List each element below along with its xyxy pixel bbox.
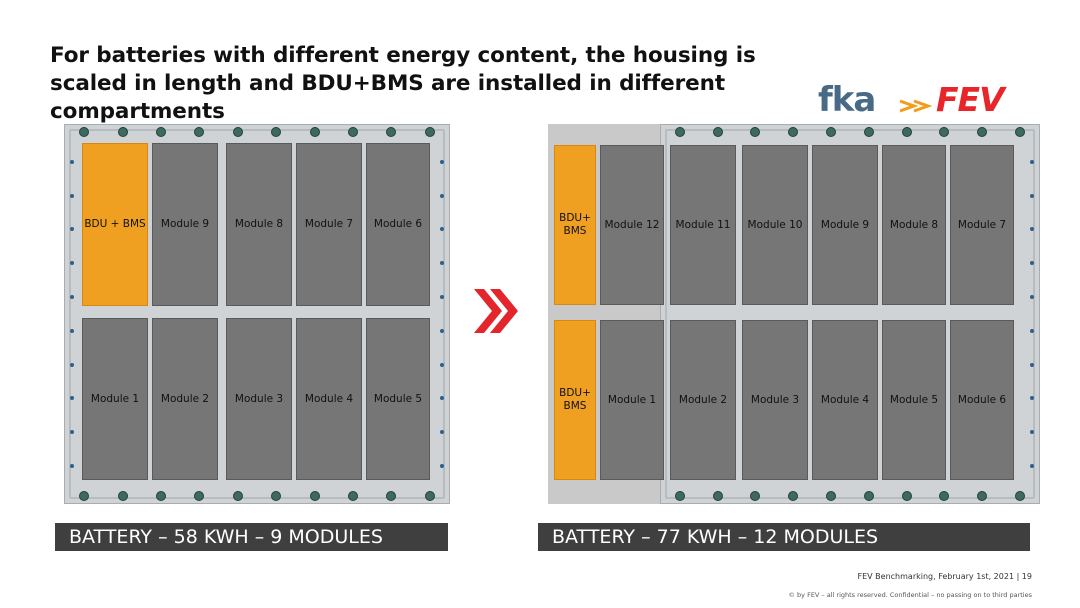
module-1: Module 1 <box>82 318 148 480</box>
module-3: Module 3 <box>226 318 292 480</box>
module-9-right: Module 9 <box>812 145 878 305</box>
module-5-right: Module 5 <box>882 320 946 480</box>
module-10: Module 10 <box>742 145 808 305</box>
module-6: Module 6 <box>366 143 430 306</box>
slide-title: For batteries with different energy cont… <box>50 43 756 124</box>
module-5: Module 5 <box>366 318 430 480</box>
battery-label-77kwh: BATTERY – 77 KWH – 12 MODULES <box>538 523 1030 551</box>
footer-date-page: FEV Benchmarking, February 1st, 2021 | 1… <box>857 572 1033 581</box>
module-12: Module 12 <box>600 145 664 305</box>
module-8-right: Module 8 <box>882 145 946 305</box>
module-7: Module 7 <box>296 143 362 306</box>
bottom-connector-row <box>65 491 449 501</box>
module-8: Module 8 <box>226 143 292 306</box>
fka-arrows-icon <box>900 99 933 113</box>
footer-copyright: © by FEV – all rights reserved. Confiden… <box>788 591 1032 599</box>
logo-group: fka FEV <box>818 80 1040 124</box>
bdu-bms-top: BDU+ BMS <box>554 145 596 305</box>
module-4: Module 4 <box>296 318 362 480</box>
fka-logo: fka <box>818 80 876 120</box>
module-3-right: Module 3 <box>742 320 808 480</box>
module-2: Module 2 <box>152 318 218 480</box>
bdu-bms-compartment: BDU + BMS <box>82 143 148 306</box>
double-chevron-right-icon <box>474 289 518 333</box>
bdu-bms-bottom: BDU+ BMS <box>554 320 596 480</box>
module-2-right: Module 2 <box>670 320 736 480</box>
module-1-right: Module 1 <box>600 320 664 480</box>
battery-label-58kwh: BATTERY – 58 KWH – 9 MODULES <box>55 523 448 551</box>
module-6-right: Module 6 <box>950 320 1014 480</box>
module-9: Module 9 <box>152 143 218 306</box>
top-connector-row <box>65 127 449 137</box>
module-7-right: Module 7 <box>950 145 1014 305</box>
module-4-right: Module 4 <box>812 320 878 480</box>
fev-logo: FEV <box>936 80 1005 119</box>
module-11: Module 11 <box>670 145 736 305</box>
